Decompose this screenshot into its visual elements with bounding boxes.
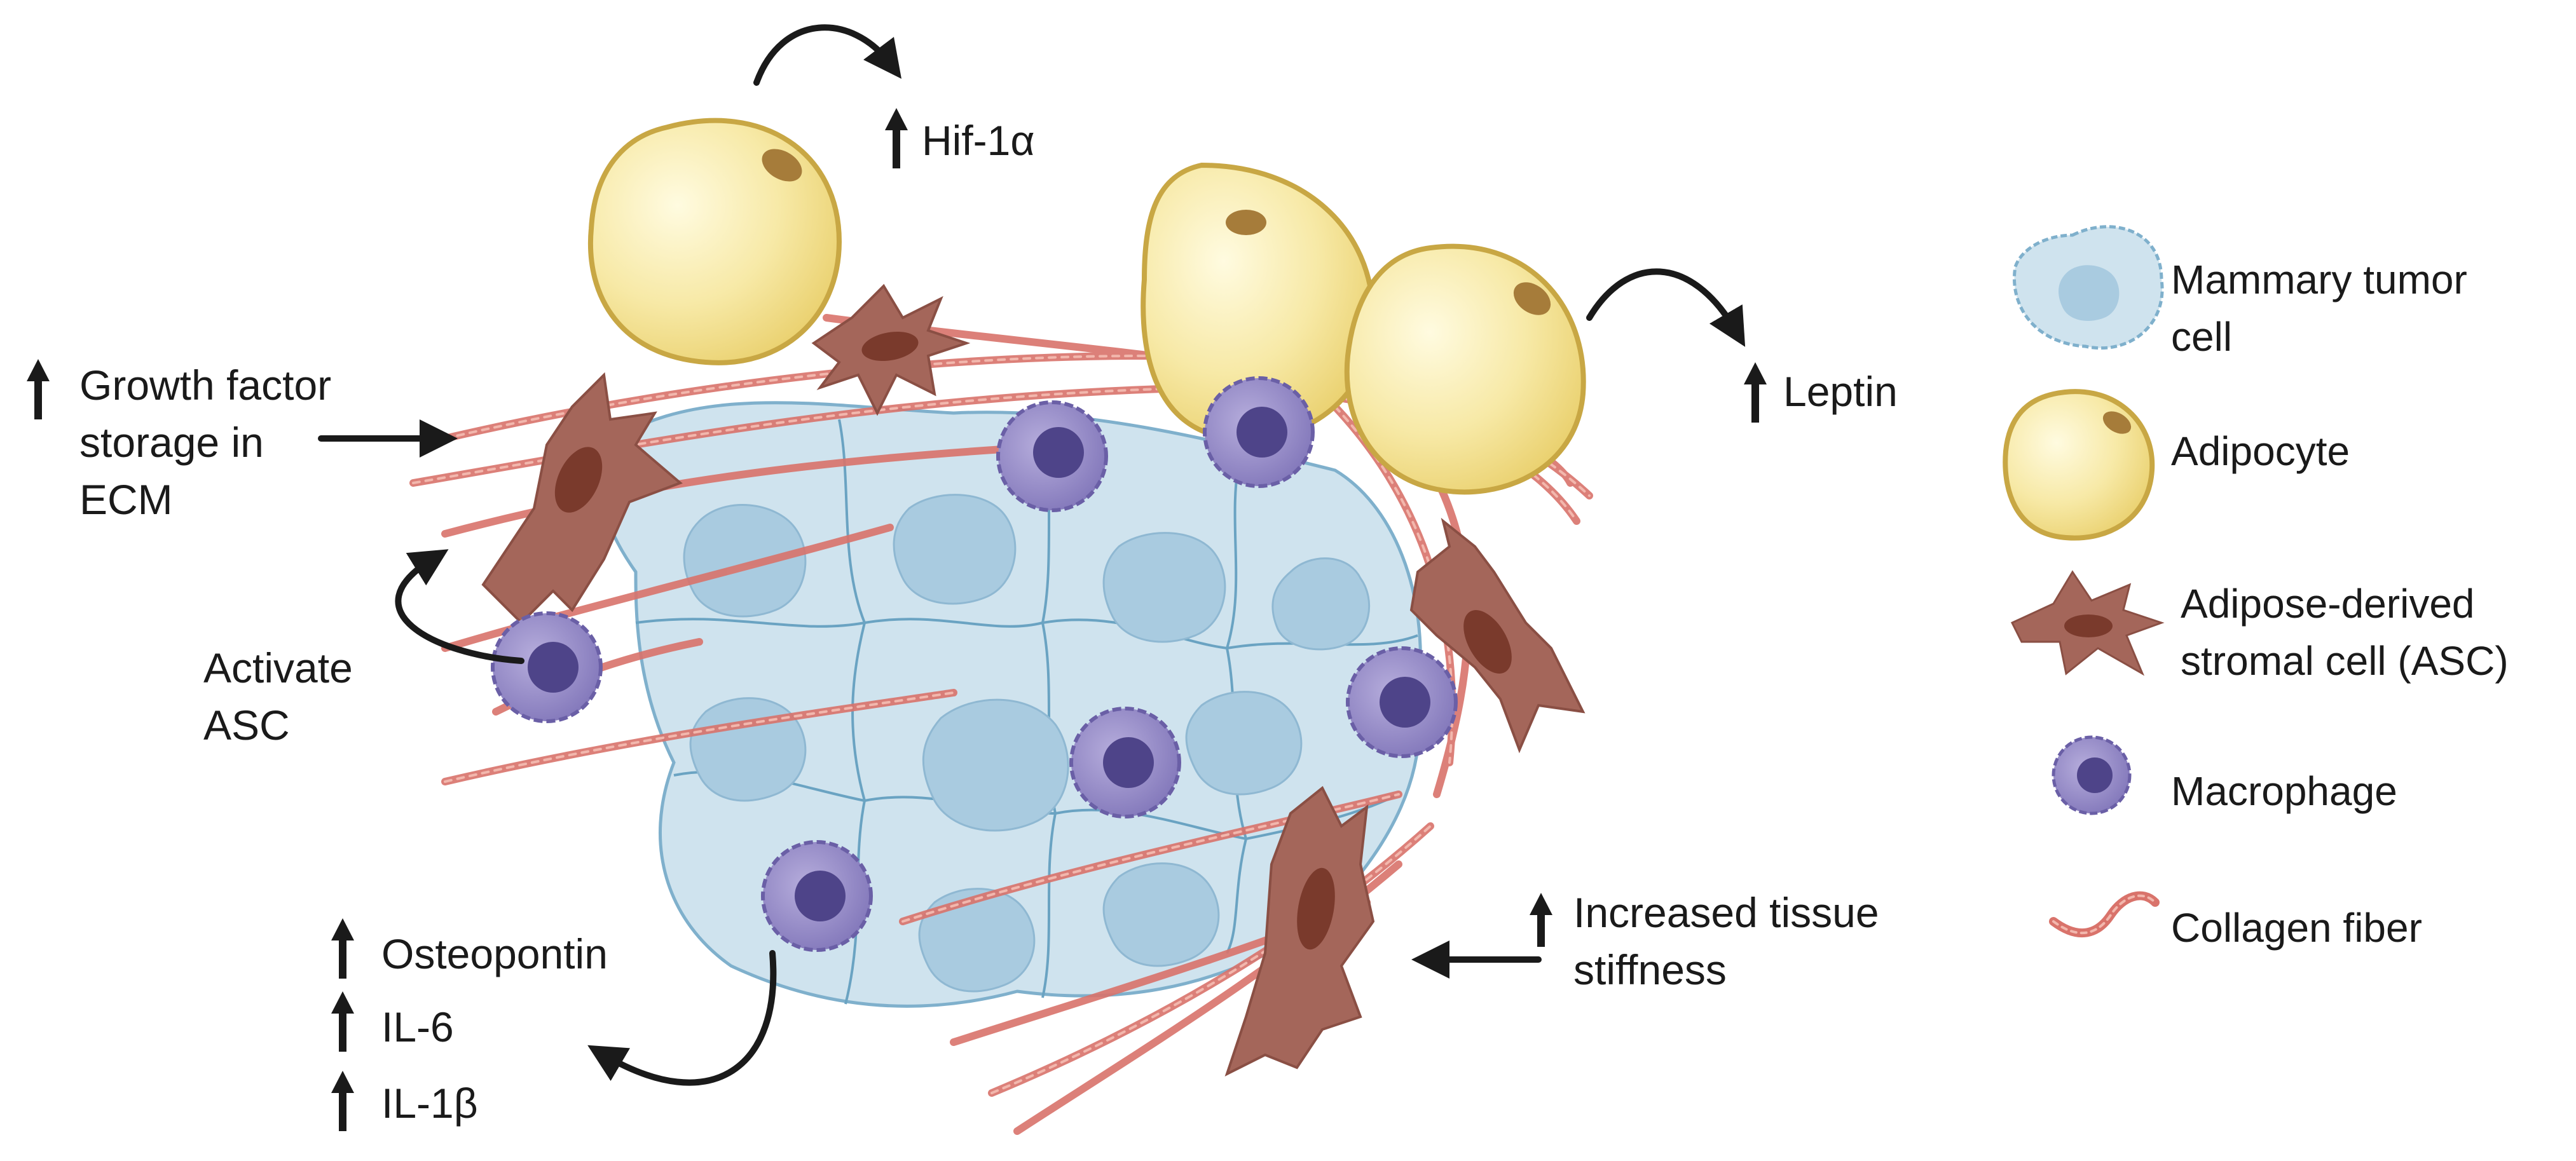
activate-asc-line-1: Activate [203,644,353,691]
collagen-fiber-icon [2049,891,2160,937]
stiffness-line-1: Increased tissue [1573,889,1879,936]
legend-tumor-line-2: cell [2171,314,2233,360]
macrophage-icon [2052,735,2132,815]
up-arrow-icon-osteopontin [331,918,354,979]
hif-label: Hif-1α [922,117,1035,164]
legend-asc-line-1: Adipose-derived [2181,581,2475,627]
legend-collagen: Collagen fiber [2171,905,2422,951]
curved-arrow-cytokines [587,950,777,1086]
macrophage-4 [1069,707,1181,818]
curved-arrow-hif [753,24,902,86]
curved-arrow-activate [395,549,524,664]
growth-factor-line-2: storage in [79,419,264,466]
leptin-label: Leptin [1783,368,1898,415]
macrophage-1 [996,400,1108,512]
curved-arrow-leptin [1586,268,1746,347]
adipocyte-3 [1344,243,1586,495]
legend-asc-line-2: stromal cell (ASC) [2181,638,2509,684]
growth-factor-line-3: ECM [79,476,173,523]
up-arrow-icon-growth [27,359,50,419]
legend-tumor-line-1: Mammary tumor [2171,257,2467,302]
osteopontin-label: Osteopontin [381,930,608,977]
asc-cell-right [1409,517,1586,754]
il6-label: IL-6 [381,1003,454,1050]
stiffness-line-2: stiffness [1573,946,1727,993]
up-arrow-icon-hif [885,108,908,168]
macrophage-3 [491,611,603,723]
asc-cell-top [811,283,971,416]
up-arrow-icon-stiffness [1530,893,1552,947]
asc-cells [481,283,1586,1076]
adipocytes [588,118,1586,495]
up-arrows [27,108,1767,1131]
legend-icons [2003,225,2165,937]
macrophage-6 [761,840,873,952]
adipocyte-icon [2003,389,2155,541]
adipocyte-1 [588,118,842,365]
legend-macrophage: Macrophage [2171,768,2397,814]
growth-factor-line-1: Growth factor [79,362,332,409]
up-arrow-icon-il1b [331,1071,354,1131]
macrophages [491,376,1458,952]
legend-adipocyte: Adipocyte [2171,428,2350,474]
il1b-label: IL-1β [381,1080,478,1127]
macrophage-2 [1203,376,1315,488]
mammary-tumor-cell-icon [2013,225,2164,350]
arrows [318,24,1746,1086]
asc-cell-left [481,372,683,625]
up-arrow-icon-leptin [1744,362,1767,423]
up-arrow-icon-il6 [331,991,354,1052]
asc-icon [2010,570,2165,676]
macrophage-5 [1346,646,1458,758]
activate-asc-line-2: ASC [203,702,290,749]
asc-cell-bottom [1224,785,1375,1076]
